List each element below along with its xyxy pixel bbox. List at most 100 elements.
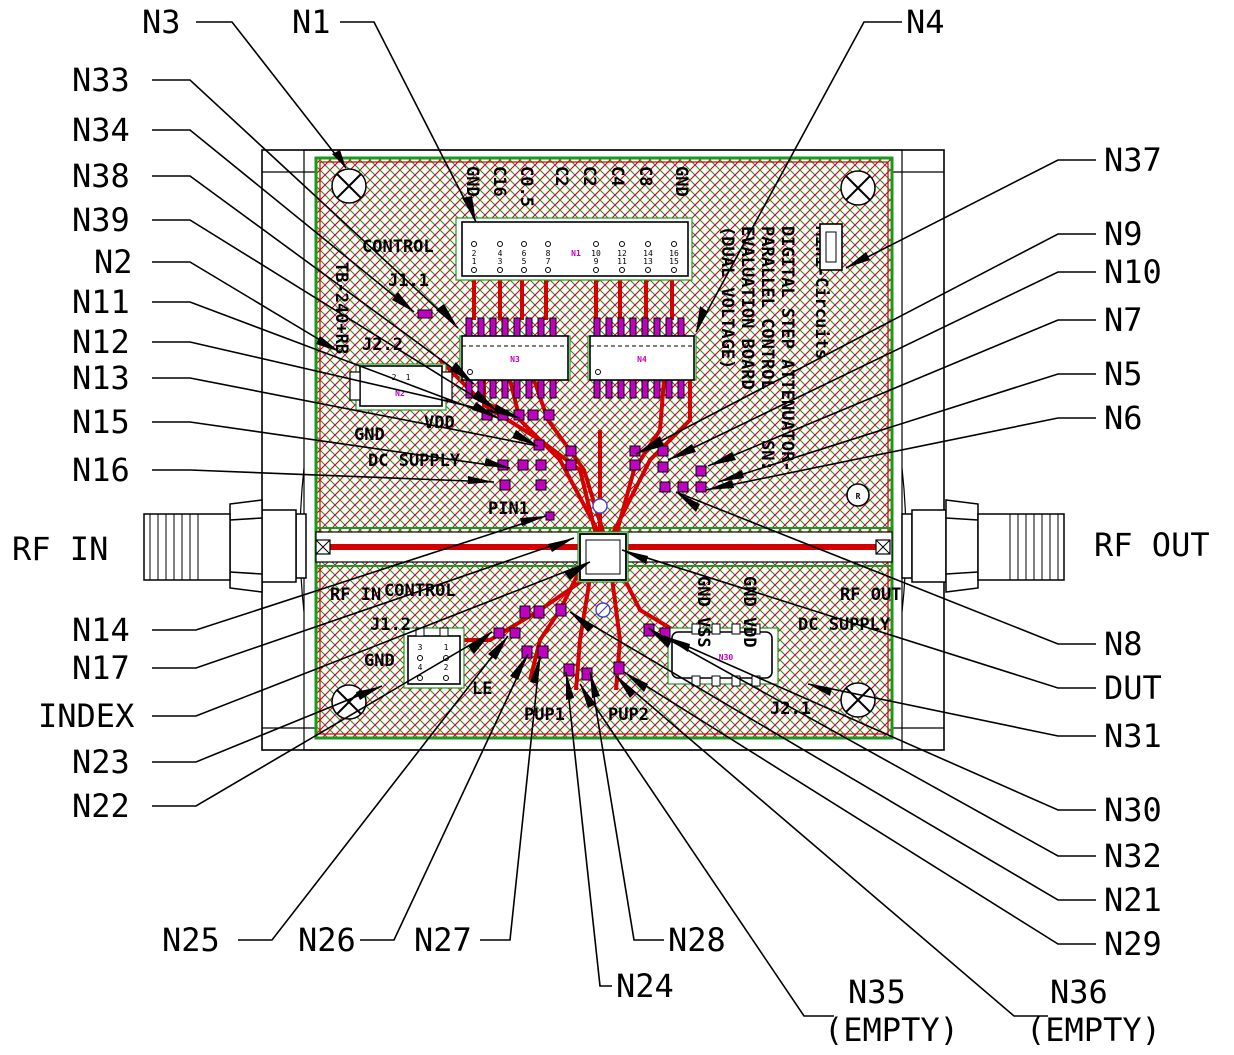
header-pin-name-5: C4 (607, 166, 627, 186)
ic-n4: N4 (589, 317, 695, 399)
callout-label-n10: N10 (1104, 253, 1162, 291)
j12-pin-top-1: 1 (444, 643, 449, 652)
ic-n3-label: N3 (510, 355, 520, 364)
board-j1-1: J1.1 (388, 271, 429, 291)
board-pup2: PUP2 (608, 705, 649, 725)
board-le: LE (472, 679, 492, 699)
callout-label-n22: N22 (72, 787, 130, 825)
board-j1-2: J1.2 (370, 615, 411, 635)
callout-label-n30: N30 (1104, 791, 1162, 829)
header-num-bottom-7: 15 (669, 257, 679, 266)
board-title-line-1: PARALLEL CONTROL (757, 226, 777, 390)
board-control-top: CONTROL (362, 237, 434, 257)
callout-label-n29: N29 (1104, 925, 1162, 963)
callout-label-n15: N15 (72, 403, 130, 441)
callout-label-n23: N23 (72, 743, 130, 781)
callout-label-n16: N16 (72, 451, 130, 489)
header-num-bottom-0: 1 (472, 257, 477, 266)
callout-label-n28: N28 (668, 921, 726, 959)
header-n1-chip-label: N1 (571, 249, 581, 258)
header-pin-name-2: C0.5 (516, 166, 536, 207)
callout-label-n32: N32 (1104, 837, 1162, 875)
smd-components (417, 309, 707, 681)
callout-label-dut: DUT (1104, 669, 1162, 707)
callout-label-n34: N34 (72, 111, 130, 149)
callout-label-n7: N7 (1104, 301, 1143, 339)
callout-label-n6: N6 (1104, 399, 1143, 437)
header-pin-holes (471, 241, 677, 273)
j12-pin-bottom-1: 2 (444, 663, 449, 672)
callout-label-n8: N8 (1104, 625, 1143, 663)
board-rf-in: RF IN (330, 585, 381, 605)
header-pin-name-3: C2 (551, 166, 571, 186)
header-num-top-1: 4 (498, 249, 503, 258)
header-pin-name-1: C16 (489, 166, 509, 197)
callout-label-n39: N39 (72, 201, 130, 239)
svg-text:R: R (856, 492, 861, 501)
screw-bottom-left (331, 684, 367, 720)
j22-pin-2: 2 (392, 373, 397, 382)
callout-label-n3: N3 (142, 3, 181, 41)
connector-n30-label: N30 (719, 653, 734, 662)
header-num-bottom-2: 5 (522, 257, 527, 266)
j12-pin-bottom-0: 4 (418, 663, 423, 672)
screw-top-left (331, 168, 367, 204)
board-gnd-vdd: GND VDD (739, 576, 759, 648)
brand-logo-box (819, 223, 843, 271)
board-sn: SN: (757, 440, 777, 471)
callout-label-n1: N1 (292, 3, 331, 41)
board-pin1: PIN1 (488, 499, 529, 519)
header-num-bottom-3: 7 (546, 257, 551, 266)
connector-n2-label: N2 (395, 389, 405, 398)
callout-label-n36: N36 (1050, 973, 1108, 1011)
board-dc-supply-top: DC SUPPLY (368, 451, 461, 471)
j22-pin-1: 1 (406, 373, 411, 382)
header-num-bottom-1: 3 (498, 257, 503, 266)
callout-leaders (152, 21, 1096, 1017)
callout-label-n24: N24 (616, 967, 674, 1005)
rf-in-label: RF IN (12, 530, 108, 568)
callout-label-n26: N26 (298, 921, 356, 959)
board-part-number: TB-240+RB (331, 262, 351, 354)
header-num-bottom-6: 13 (643, 257, 653, 266)
callout-label-n13: N13 (72, 359, 130, 397)
ic-n3: N3 (461, 317, 569, 399)
board-title-line-0: DIGITAL STEP ATTENUATOR- (777, 226, 797, 472)
header-pin-name-0: GND (462, 166, 482, 197)
callout-label-n9: N9 (1104, 215, 1143, 253)
callout-label-n31: N31 (1104, 717, 1162, 755)
board-gnd-vss: GND VSS (693, 576, 713, 648)
header-pin-names: GND C16 C0.5 C2 C2 C4 C8 GND (462, 166, 691, 207)
callout-label-n38: N38 (72, 157, 130, 195)
board-title-line-3: (DUAL VOLTAGE) (717, 226, 737, 369)
board-title-line-2: EVALUATION BOARD (737, 226, 757, 390)
dut-package (579, 498, 627, 618)
callout-label-n21: N21 (1104, 881, 1162, 919)
callout-label-n35: N35 (848, 973, 906, 1011)
connector-n30: N30 (671, 623, 773, 687)
callout-label-index: INDEX (38, 697, 134, 735)
board-pup1: PUP1 (524, 705, 565, 725)
callout-label-n17: N17 (72, 649, 130, 687)
callout-label-n33: N33 (72, 61, 130, 99)
callout-label-n4: N4 (906, 3, 945, 41)
registered-mark-icon: R (846, 483, 870, 507)
callout-label-n14: N14 (72, 611, 130, 649)
header-pin-name-6: C8 (635, 166, 655, 186)
callout-label-n5: N5 (1104, 355, 1143, 393)
screw-bottom-right (840, 682, 876, 718)
header-num-top-3: 8 (546, 249, 551, 258)
header-num-top-5: 12 (617, 249, 627, 258)
board-vdd-top: VDD (424, 413, 455, 433)
board-gnd-bottom: GND (364, 651, 395, 671)
header-n1: N1 2 4 6 8 10 12 14 16 1 3 5 7 9 11 13 1… (461, 221, 689, 277)
callout-label-n12: N12 (72, 323, 130, 361)
screw-top-right (840, 170, 876, 206)
callout-label-n25: N25 (162, 921, 220, 959)
callout-label-n35-sub: (EMPTY) (824, 1011, 959, 1049)
header-num-top-2: 6 (522, 249, 527, 258)
callout-label-n2: N2 (94, 243, 133, 281)
callout-label-n37: N37 (1104, 141, 1162, 179)
